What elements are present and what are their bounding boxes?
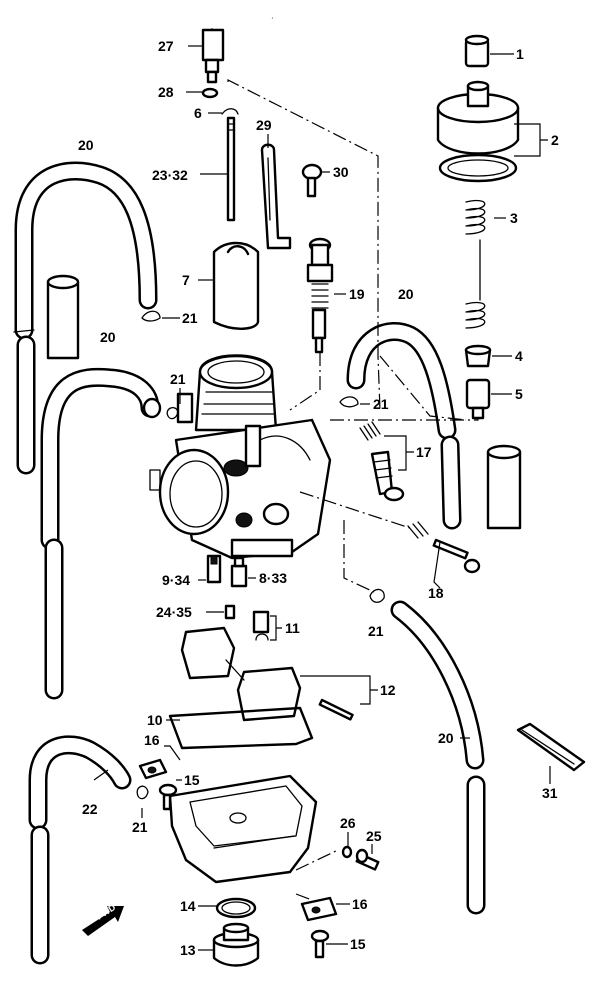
filter-cylinder-left <box>46 274 80 360</box>
label-15-a: 15 <box>184 772 200 788</box>
plate-29 <box>260 143 292 250</box>
assembly-line-air <box>299 491 411 529</box>
label-25: 25 <box>366 828 382 844</box>
label-9-34: 9·34 <box>162 572 190 588</box>
label-2: 2 <box>551 132 559 148</box>
label-6: 6 <box>194 105 202 121</box>
o-ring-26 <box>341 845 353 859</box>
hose-20-center <box>346 322 462 530</box>
label-21-e: 21 <box>132 819 148 835</box>
drain-screw-25 <box>355 848 380 871</box>
top-cap-2 <box>436 80 520 183</box>
label-16-a: 16 <box>144 732 160 748</box>
label-27: 27 <box>158 38 174 54</box>
label-20-c: 20 <box>100 329 116 345</box>
label-21-a: 21 <box>182 310 198 326</box>
label-28: 28 <box>158 84 174 100</box>
cap-1 <box>464 34 490 68</box>
screw-15-top <box>158 783 178 811</box>
screw-30 <box>301 163 323 198</box>
part-labels: 1 2 3 4 5 27 28 6 23·32 29 30 20 7 19 20… <box>78 38 559 958</box>
clip-21-c <box>339 396 359 408</box>
assembly-line-bowl <box>343 520 375 593</box>
label-21-c: 21 <box>373 396 389 412</box>
assembly-line-drain <box>295 849 339 901</box>
label-11: 11 <box>285 620 300 636</box>
label-20-a: 20 <box>78 137 94 153</box>
label-8-33: 8·33 <box>259 570 287 586</box>
air-screw-18 <box>407 521 481 574</box>
o-ring-14 <box>215 897 257 919</box>
label-3: 3 <box>510 210 518 226</box>
cable-adjuster-27 <box>201 11 273 84</box>
jet-8 <box>230 556 248 588</box>
label-29: 29 <box>256 117 272 133</box>
label-31: 31 <box>542 785 558 801</box>
label-5: 5 <box>515 386 523 402</box>
bracket-16-top <box>138 758 168 780</box>
label-10: 10 <box>147 712 163 728</box>
label-26: 26 <box>340 815 356 831</box>
needle-23 <box>226 116 236 222</box>
leader-lines <box>93 45 551 951</box>
spring-3 <box>465 199 486 329</box>
jet-9 <box>206 554 222 584</box>
assembly-line-cap <box>330 418 479 421</box>
label-7: 7 <box>182 272 190 288</box>
clip-21-b <box>166 406 179 420</box>
drain-plug-13 <box>212 922 260 967</box>
clamp-31 <box>516 722 586 772</box>
screw-15-bottom <box>310 929 330 959</box>
label-14: 14 <box>180 898 196 914</box>
float-bowl <box>168 774 318 884</box>
clip-21-e <box>136 785 149 800</box>
hose-20-left-lower <box>16 335 162 700</box>
seat-4 <box>464 344 492 368</box>
washer-24 <box>224 604 236 620</box>
label-15-b: 15 <box>350 936 366 952</box>
label-21-d: 21 <box>368 623 384 639</box>
label-1: 1 <box>516 46 524 62</box>
label-20-b: 20 <box>398 286 414 302</box>
label-16-b: 16 <box>352 896 368 912</box>
clip-21-a <box>141 310 161 322</box>
label-20-d: 20 <box>438 730 454 746</box>
assembly-line-needle <box>227 79 381 411</box>
carburetor-body <box>149 354 332 560</box>
needle-valve-11 <box>252 610 270 641</box>
clip-6 <box>221 108 239 115</box>
pilot-screw-19 <box>306 237 334 354</box>
o-ring-28 <box>201 87 219 99</box>
label-30: 30 <box>333 164 349 180</box>
float-12 <box>180 626 354 722</box>
hose-20-top-left <box>13 161 158 340</box>
hose-20-right <box>390 600 486 915</box>
label-19: 19 <box>349 286 365 302</box>
label-12: 12 <box>380 682 396 698</box>
label-13: 13 <box>180 942 196 958</box>
throttle-stop-17 <box>359 421 405 502</box>
label-22: 22 <box>82 801 98 817</box>
filter-cylinder-right <box>486 444 522 530</box>
label-17: 17 <box>416 444 432 460</box>
hose-22 <box>28 735 132 965</box>
gasket-10 <box>168 706 314 750</box>
throttle-valve-7 <box>212 241 260 330</box>
assembly-line-hose <box>379 355 467 421</box>
label-23-32: 23·32 <box>152 167 188 183</box>
clip-21-d <box>369 588 385 603</box>
label-4: 4 <box>515 348 523 364</box>
label-18: 18 <box>428 585 444 601</box>
label-21-b: 21 <box>170 371 186 387</box>
forward-arrow-icon: FWD <box>82 902 124 936</box>
bracket-16-bottom <box>300 896 338 922</box>
needle-holder-5 <box>465 378 491 420</box>
label-24-35: 24·35 <box>156 604 192 620</box>
assembly-line-pilot <box>289 352 321 411</box>
